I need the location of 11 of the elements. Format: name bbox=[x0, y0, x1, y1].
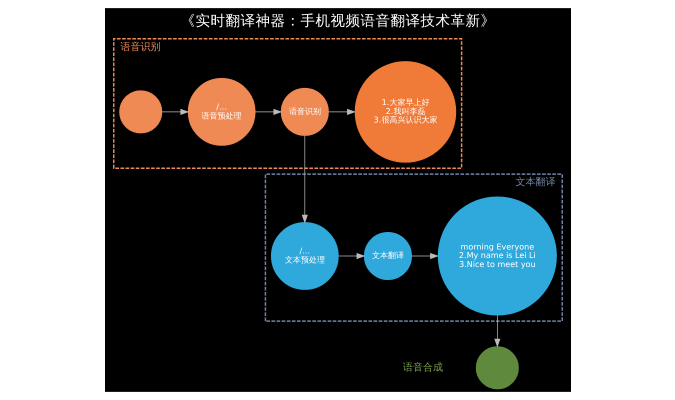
label: 语音合成 bbox=[402, 362, 442, 374]
arrow bbox=[254, 108, 282, 115]
arrow bbox=[161, 108, 189, 115]
arrow bbox=[494, 315, 500, 348]
diagram-title: 《实时翻译神器：手机视频语音翻译技术革新》 bbox=[180, 12, 495, 30]
node-circle bbox=[475, 346, 518, 390]
arrow bbox=[410, 252, 438, 260]
arrow bbox=[338, 252, 365, 260]
node-circle bbox=[118, 90, 162, 134]
arrow bbox=[301, 136, 308, 224]
arrow bbox=[328, 108, 356, 115]
